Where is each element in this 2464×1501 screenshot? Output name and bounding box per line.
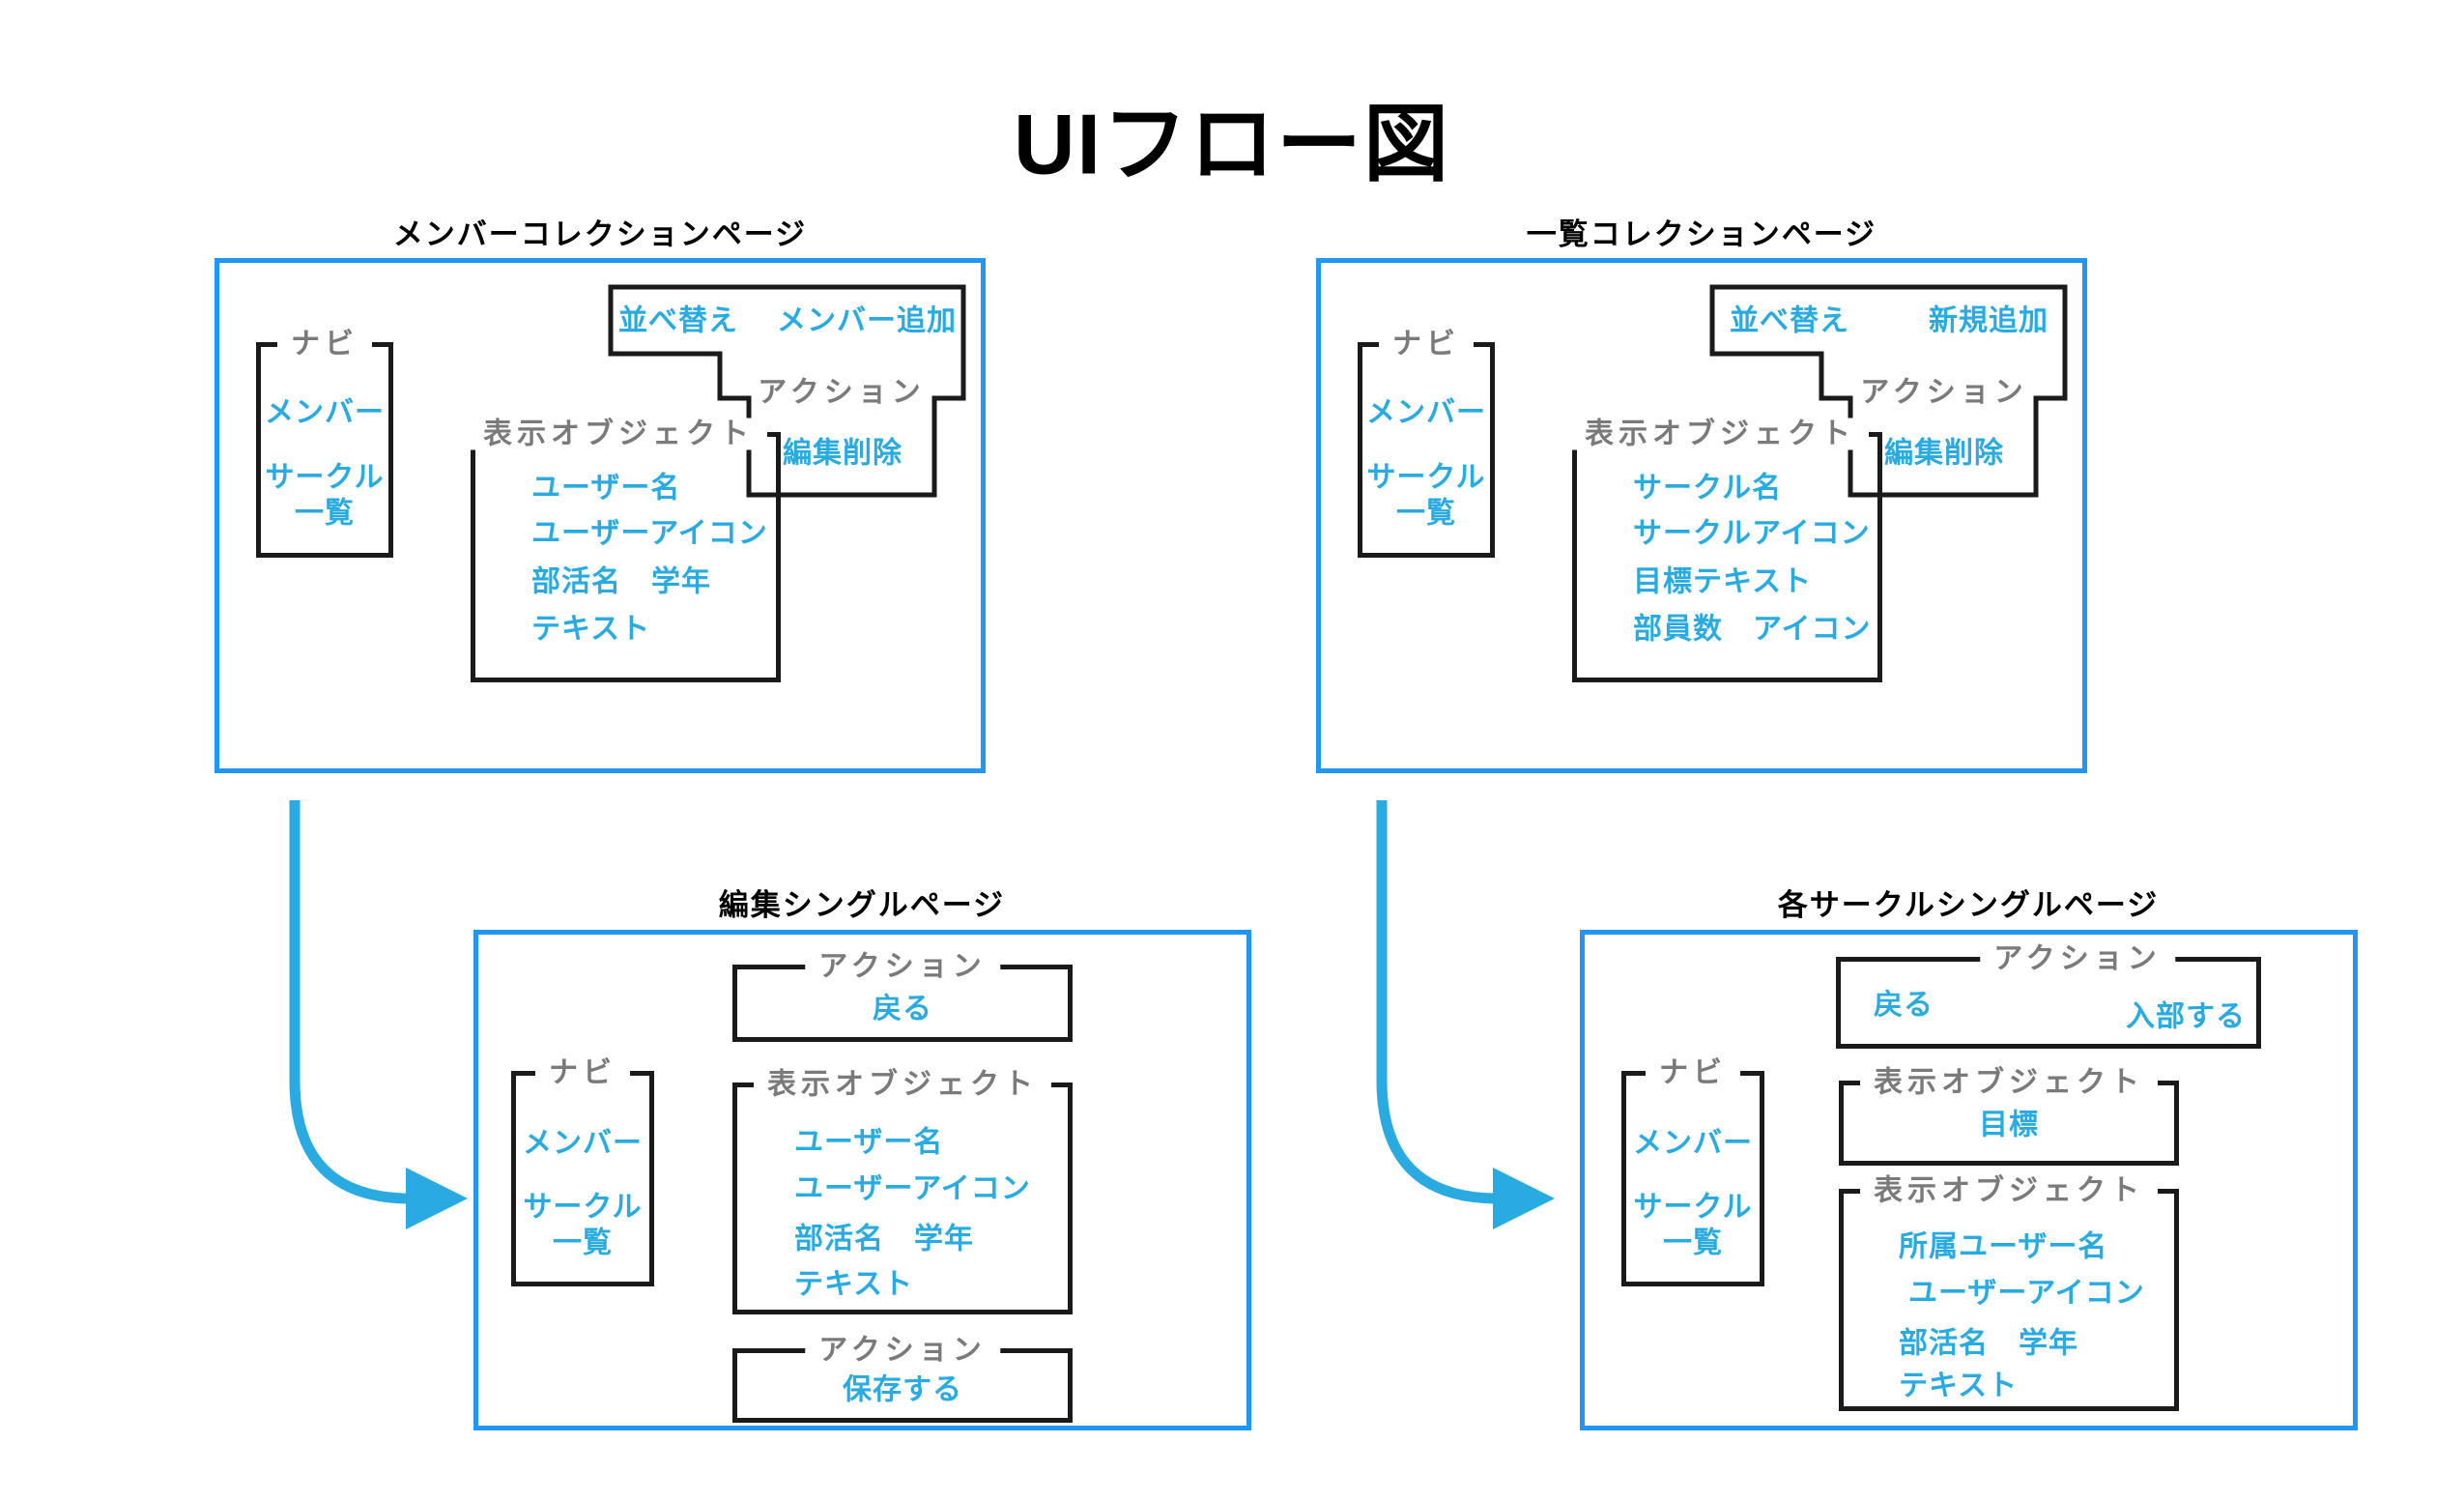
edit-delete-action[interactable]: 編集削除	[783, 437, 903, 470]
panel-caption-circle-single: 各サークルシングルページ	[1777, 887, 2160, 922]
display-object-label: 表示オブジェクト	[1571, 418, 1869, 450]
nav-item-circle-list[interactable]: サークル一覧	[265, 461, 385, 529]
page-title: UIフロー図	[1013, 96, 1451, 192]
display-object-label: 表示オブジェクト	[1860, 1174, 2158, 1207]
display-item: 目標	[1979, 1109, 2039, 1141]
panel-edit-single	[473, 930, 1251, 1430]
nav-item-members[interactable]: メンバー	[1366, 396, 1486, 429]
save-action[interactable]: 保存する	[843, 1373, 962, 1406]
action-label: アクション	[758, 376, 926, 409]
action-label: アクション	[805, 950, 1000, 983]
nav-item-members[interactable]: メンバー	[265, 396, 385, 429]
arrow-right	[1376, 800, 1499, 1204]
action-label: アクション	[1980, 942, 2175, 975]
nav-item-members[interactable]: メンバー	[1633, 1127, 1753, 1160]
display-item: サークルアイコン	[1633, 517, 1871, 550]
panel-caption-edit-single: 編集シングルページ	[718, 887, 1006, 922]
nav-item-circle-list[interactable]: サークル一覧	[523, 1191, 643, 1258]
nav-label: ナビ	[1379, 328, 1474, 361]
display-item: 部活名 学年	[794, 1223, 974, 1256]
nav-item-circle-list[interactable]: サークル一覧	[1366, 461, 1486, 529]
arrow-left-head	[406, 1168, 468, 1229]
action-shape-member-collection	[608, 284, 966, 498]
action-shape-list-collection	[1709, 284, 2068, 498]
nav-label: ナビ	[535, 1056, 630, 1089]
action-label: アクション	[805, 1334, 1000, 1367]
arrow-right-head	[1493, 1168, 1555, 1229]
display-item: サークル名	[1633, 472, 1783, 505]
display-item: テキスト	[531, 613, 651, 646]
panel-list-collection	[1316, 258, 2087, 773]
add-member-action[interactable]: メンバー追加	[777, 304, 957, 337]
action-label: アクション	[1860, 376, 2028, 409]
display-item: ユーザー名	[794, 1126, 944, 1159]
panel-member-collection	[215, 258, 986, 773]
nav-label: ナビ	[277, 328, 372, 361]
nav-item-circle-list[interactable]: サークル一覧	[1633, 1191, 1753, 1258]
display-object-label: 表示オブジェクト	[1860, 1066, 2158, 1099]
back-action[interactable]: 戻る	[1874, 989, 1934, 1022]
display-item: 部活名 学年	[531, 565, 711, 598]
sort-action[interactable]: 並べ替え	[1730, 304, 1849, 337]
add-new-action[interactable]: 新規追加	[1929, 304, 2049, 337]
display-item: 部員数 アイコン	[1633, 613, 1872, 646]
display-item: ユーザーアイコン	[794, 1172, 1031, 1205]
panel-caption-list-collection: 一覧コレクションページ	[1526, 216, 1877, 251]
display-object-label: 表示オブジェクト	[754, 1068, 1051, 1101]
display-item: ユーザーアイコン	[1908, 1277, 2145, 1310]
join-action[interactable]: 入部する	[2126, 1000, 2246, 1033]
nav-item-members[interactable]: メンバー	[523, 1127, 643, 1160]
display-item: 目標テキスト	[1633, 565, 1813, 598]
display-item: テキスト	[794, 1268, 914, 1301]
back-action[interactable]: 戻る	[873, 993, 932, 1025]
nav-label: ナビ	[1646, 1056, 1740, 1089]
display-item: 所属ユーザー名	[1899, 1230, 2108, 1263]
display-object-label: 表示オブジェクト	[470, 418, 767, 450]
panel-circle-single	[1580, 930, 2358, 1430]
display-item: ユーザーアイコン	[531, 517, 768, 550]
sort-action[interactable]: 並べ替え	[618, 304, 738, 337]
edit-delete-action[interactable]: 編集削除	[1884, 437, 2004, 470]
display-item: ユーザー名	[531, 472, 681, 505]
arrow-left	[289, 800, 412, 1204]
panel-caption-member-collection: メンバーコレクションページ	[392, 216, 808, 251]
display-item: テキスト	[1899, 1370, 2019, 1402]
display-item: 部活名 学年	[1899, 1327, 2078, 1360]
